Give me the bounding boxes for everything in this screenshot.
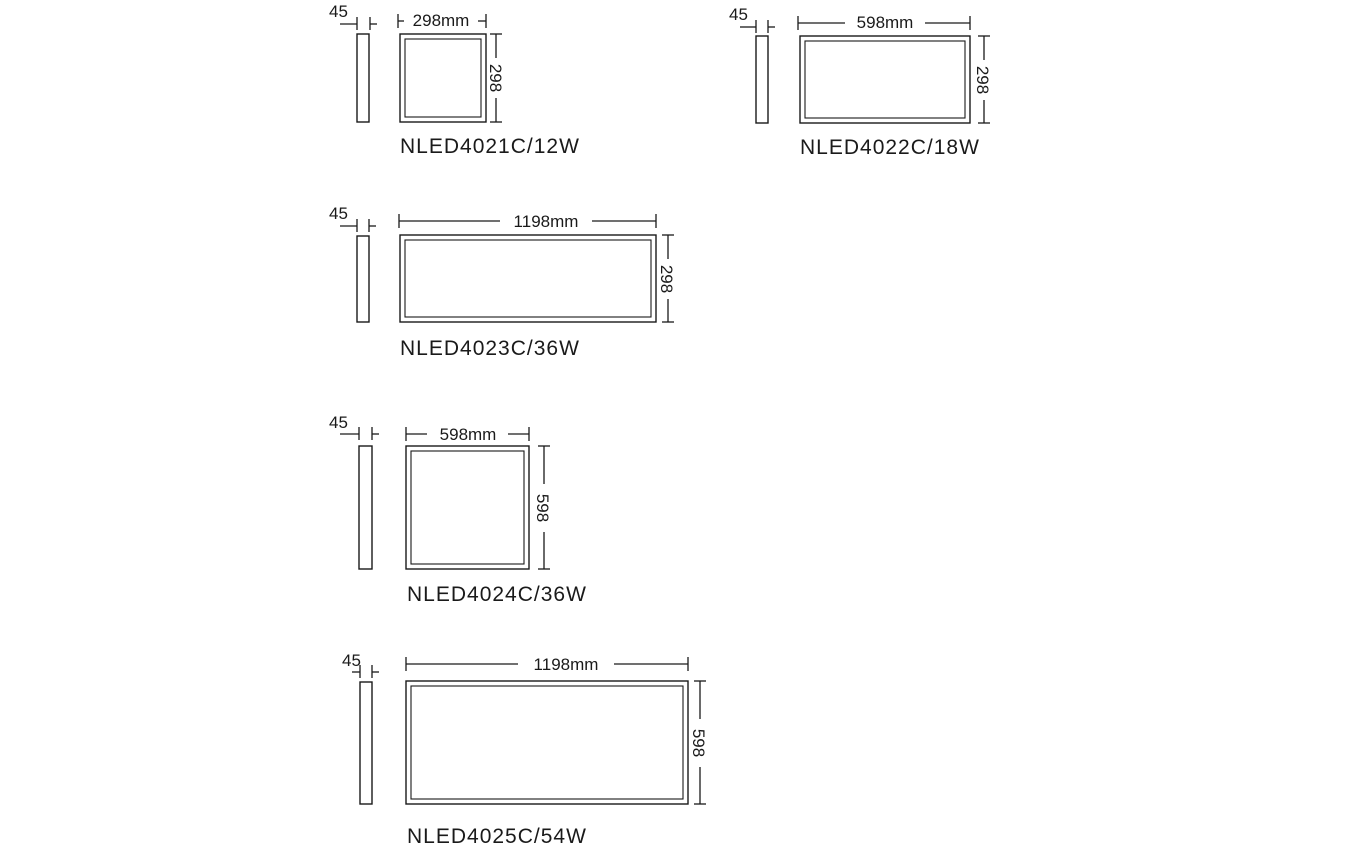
width-dimension-line — [797, 16, 971, 30]
width-label: 298mm — [413, 11, 470, 30]
height-dimension-line — [538, 445, 550, 570]
panel-outline — [405, 445, 530, 570]
depth-dimension-marks — [340, 17, 377, 30]
height-label: 298 — [486, 64, 505, 92]
panel-outline — [405, 680, 689, 805]
depth-label: 45 — [729, 5, 748, 24]
width-label: 598mm — [857, 13, 914, 32]
panel-inner-outline — [410, 450, 525, 565]
panel-outline — [799, 35, 971, 124]
panel-inner-outline — [404, 38, 482, 118]
height-dimension-line — [978, 35, 990, 124]
height-label: 298 — [973, 66, 992, 94]
width-dimension-line — [405, 657, 689, 671]
panel-inner-outline — [404, 239, 652, 318]
height-dimension-line — [694, 680, 706, 805]
depth-label: 45 — [329, 413, 348, 432]
panel-nled4024c: 45 598mm 598 NLED4024C/36W — [329, 413, 587, 606]
side-profile — [359, 681, 373, 805]
height-label: 598 — [689, 729, 708, 757]
height-dimension-line — [662, 234, 674, 323]
depth-dimension-marks — [740, 20, 775, 33]
height-label: 598 — [533, 494, 552, 522]
panel-nled4022c: 45 598mm 298 NLED4022C/18W — [729, 5, 992, 159]
width-label: 598mm — [440, 425, 497, 444]
depth-dimension-marks — [340, 427, 379, 440]
width-dimension-line — [398, 214, 657, 228]
depth-label: 45 — [342, 651, 361, 670]
model-label: NLED4023C/36W — [400, 337, 580, 360]
side-profile — [358, 445, 373, 570]
model-label: NLED4025C/54W — [407, 825, 587, 848]
panel-inner-outline — [804, 40, 966, 119]
model-label: NLED4021C/12W — [400, 135, 580, 158]
width-dimension-line — [405, 427, 530, 441]
height-label: 298 — [657, 265, 676, 293]
side-profile — [356, 33, 370, 123]
model-label: NLED4022C/18W — [800, 136, 980, 159]
height-dimension-line — [490, 33, 502, 123]
depth-label: 45 — [329, 204, 348, 223]
panel-nled4023c: 45 1198mm 298 NLED4023C/36W — [329, 204, 676, 360]
depth-dimension-marks — [340, 219, 376, 232]
width-dimension-line — [397, 14, 487, 28]
panel-outline — [399, 234, 657, 323]
panel-outline — [399, 33, 487, 123]
depth-dimension-marks — [352, 665, 379, 678]
panel-inner-outline — [410, 685, 684, 800]
width-label: 1198mm — [534, 655, 599, 674]
side-profile — [356, 235, 370, 323]
panel-nled4025c: 45 1198mm 598 NLED4025C/54W — [342, 651, 708, 848]
depth-label: 45 — [329, 2, 348, 21]
model-label: NLED4024C/36W — [407, 583, 587, 606]
width-label: 1198mm — [514, 212, 579, 231]
panel-nled4021c: 45 298mm 298 NLED4021C/12W — [329, 2, 580, 158]
side-profile — [755, 35, 769, 124]
